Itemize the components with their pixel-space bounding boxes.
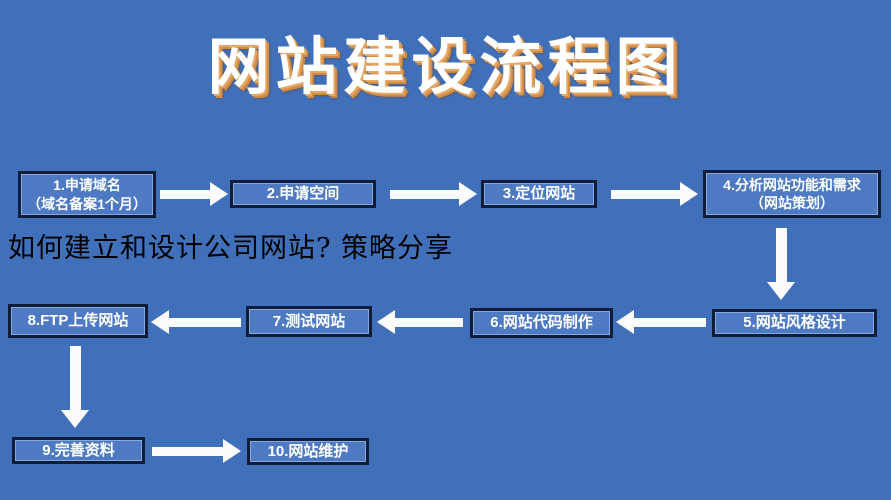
step-box-5: 5.网站风格设计 — [712, 309, 877, 337]
page-title: 网站建设流程图 — [207, 33, 684, 102]
step-box-8: 8.FTP上传网站 — [8, 304, 148, 338]
step-4-label: 4.分析网站功能和需求 — [723, 176, 861, 193]
step-box-3: 3.定位网站 — [481, 180, 597, 208]
arrow-left-7-8-icon — [151, 310, 241, 334]
annotation-text: 如何建立和设计公司网站? 策略分享 — [8, 233, 454, 264]
arrow-right-3-4-icon — [611, 182, 698, 206]
arrow-right-1-2-icon — [160, 182, 228, 206]
step-box-7: 7.测试网站 — [246, 306, 372, 337]
step-3-label: 3.定位网站 — [502, 185, 576, 203]
arrow-right-9-10-icon — [152, 439, 241, 463]
step-5-label: 5.网站风格设计 — [743, 314, 846, 332]
step-1-label: 1.申请域名 — [53, 177, 121, 194]
arrow-left-5-6-icon — [616, 310, 706, 334]
arrow-down-4-5-icon — [767, 228, 795, 300]
step-2-label: 2.申请空间 — [266, 185, 340, 203]
step-box-2: 2.申请空间 — [230, 180, 376, 208]
step-7-label: 7.测试网站 — [272, 312, 346, 330]
arrow-left-6-7-icon — [377, 310, 463, 334]
step-box-4: 4.分析网站功能和需求 （网站策划） — [703, 170, 881, 218]
step-10-label: 10.网站维护 — [267, 442, 349, 460]
step-4-sublabel: （网站策划） — [750, 195, 834, 211]
step-8-label: 8.FTP上传网站 — [27, 312, 129, 330]
step-6-label: 6.网站代码制作 — [490, 314, 593, 332]
step-box-6: 6.网站代码制作 — [470, 308, 613, 338]
step-9-label: 9.完善资料 — [42, 441, 115, 459]
step-1-sublabel: （域名备案1个月） — [27, 195, 147, 212]
arrow-down-8-9-icon — [61, 346, 89, 428]
step-box-1: 1.申请域名 （域名备案1个月） — [18, 171, 156, 218]
step-box-10: 10.网站维护 — [247, 438, 369, 465]
step-box-9: 9.完善资料 — [12, 437, 145, 464]
arrow-right-2-3-icon — [390, 182, 477, 206]
